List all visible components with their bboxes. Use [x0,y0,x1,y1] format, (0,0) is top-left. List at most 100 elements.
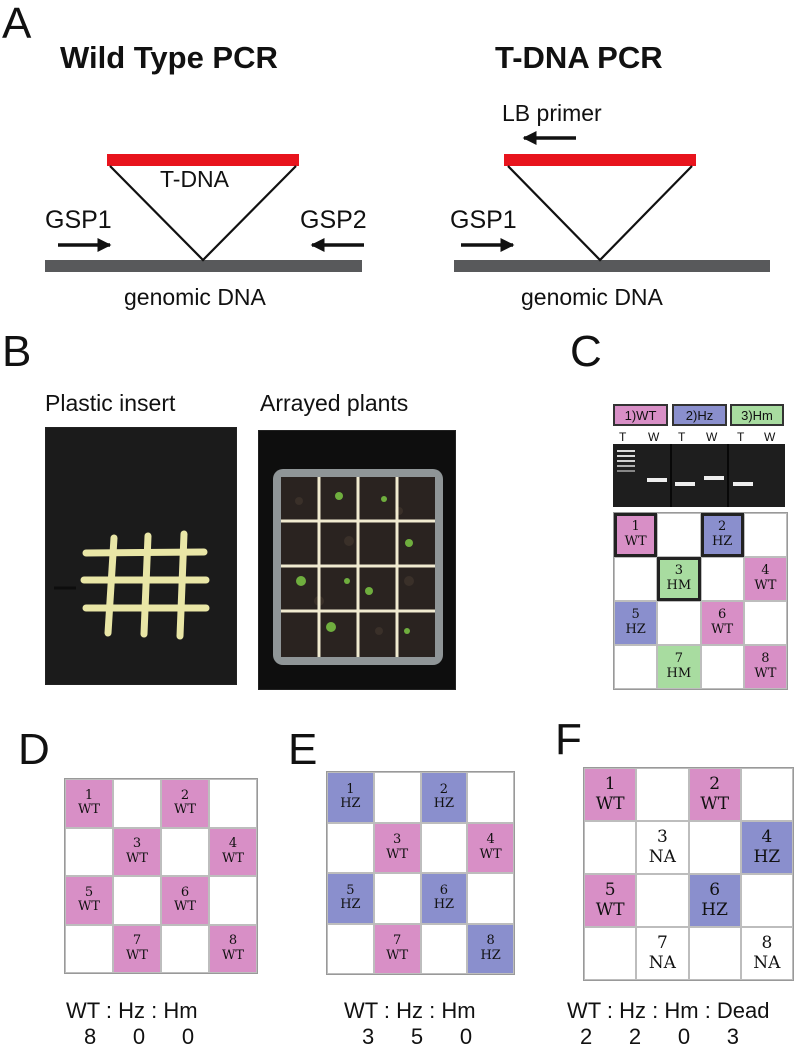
ratio-values-f: 2 2 0 3 [580,1024,739,1049]
genotype-label: WT [595,899,625,920]
grid-cell-empty [65,924,113,973]
plant-number: 2 [439,781,449,797]
grid-cell-empty [209,876,257,925]
plant-number: 3 [132,836,142,852]
genotype-label: HZ [340,796,361,812]
panel-letter-e: E [288,725,318,774]
genotype-label: WT [77,899,101,915]
grid-cell-empty [420,822,468,873]
grid-cell-empty [467,873,514,924]
grid-cell-empty [743,601,787,645]
gel-band [617,470,635,472]
plant-number: 1 [346,781,355,797]
genotype-label: WT [221,850,245,866]
genotype-label: WT [77,802,101,818]
grid-cell-empty [636,874,689,927]
genotype-label: WT [221,947,245,963]
grid-cell-empty [584,821,637,874]
plant-number: 8 [486,933,495,949]
arrayed-plants-photo [258,430,456,690]
gel-band [733,482,753,486]
gel-band [617,450,635,452]
genotype-label: WT [173,802,197,818]
genotype-label: HZ [340,897,361,913]
gsp2-label: GSP2 [300,206,367,234]
genotype-label: HM [666,578,692,593]
genotype-label: WT [125,947,149,963]
grid-cell-empty [161,924,209,973]
genotype-label: HZ [753,846,781,867]
tdna-label: T-DNA [160,166,229,192]
grid-cell-empty [584,927,637,980]
genomic-dna-bar-left [45,260,362,272]
gel-band [617,460,635,462]
lane-label: T [619,430,627,444]
plant-number: 4 [228,836,238,852]
plant-number: 3 [392,832,402,848]
tdna-bar-right [504,154,696,166]
plant-number: 8 [761,651,770,667]
genotype-label: WT [754,666,777,681]
panel-letter-c: C [570,327,602,376]
plant-number: 1 [84,787,94,803]
genotype-label: HZ [701,899,728,920]
ratio-values-e: 3 5 0 [362,1024,473,1049]
grid-cell-empty [743,513,787,557]
grid-cell-empty [327,822,374,873]
tdna-insertion-triangle-right [507,165,693,262]
plant-number: 1 [631,519,640,535]
gel-band [617,465,635,467]
grid-cell-empty [688,821,741,874]
genotype-label: NA [753,952,781,973]
plastic-insert-photo [45,427,237,685]
gel-tag-hz: 2)Hz [672,404,727,426]
panel-letter-a: A [2,0,32,48]
grid-cell-empty [740,768,793,821]
grid-cell-empty [657,513,701,557]
pcr-schematic [45,131,770,272]
grid-cell-empty [700,645,744,689]
genotype-label: WT [125,850,149,866]
grid-cell-empty [700,557,744,601]
plant-number: 5 [631,607,640,623]
plant-number: 6 [717,607,727,623]
genomic-dna-label-right: genomic DNA [521,284,663,310]
plastic-insert-label: Plastic insert [45,390,176,416]
genotype-label: WT [386,846,409,862]
plant-number: 8 [761,933,773,954]
plant-number: 4 [486,832,495,848]
genotype-label: WT [754,578,777,593]
genotype-label: HZ [433,897,455,913]
plant-number: 2 [717,519,727,535]
plant-number: 5 [604,880,616,901]
plant-number: 1 [604,774,616,795]
plant-number: 4 [761,563,770,579]
lane-label: T [737,430,745,444]
grid-cell-empty [113,779,161,828]
plant-number: 3 [674,563,684,579]
panel-letter-f: F [555,715,582,764]
gel-tag-hm: 3)Hm [730,404,784,426]
arrayed-plants-label: Arrayed plants [260,390,409,416]
genotype-label: NA [648,846,676,867]
grid-cell-empty [327,923,374,974]
grid-cell-empty [467,772,514,823]
grid-cell-empty [657,601,701,645]
lane-label: W [764,430,776,444]
plant-number: 5 [346,882,355,898]
genomic-dna-label-left: genomic DNA [124,284,266,310]
